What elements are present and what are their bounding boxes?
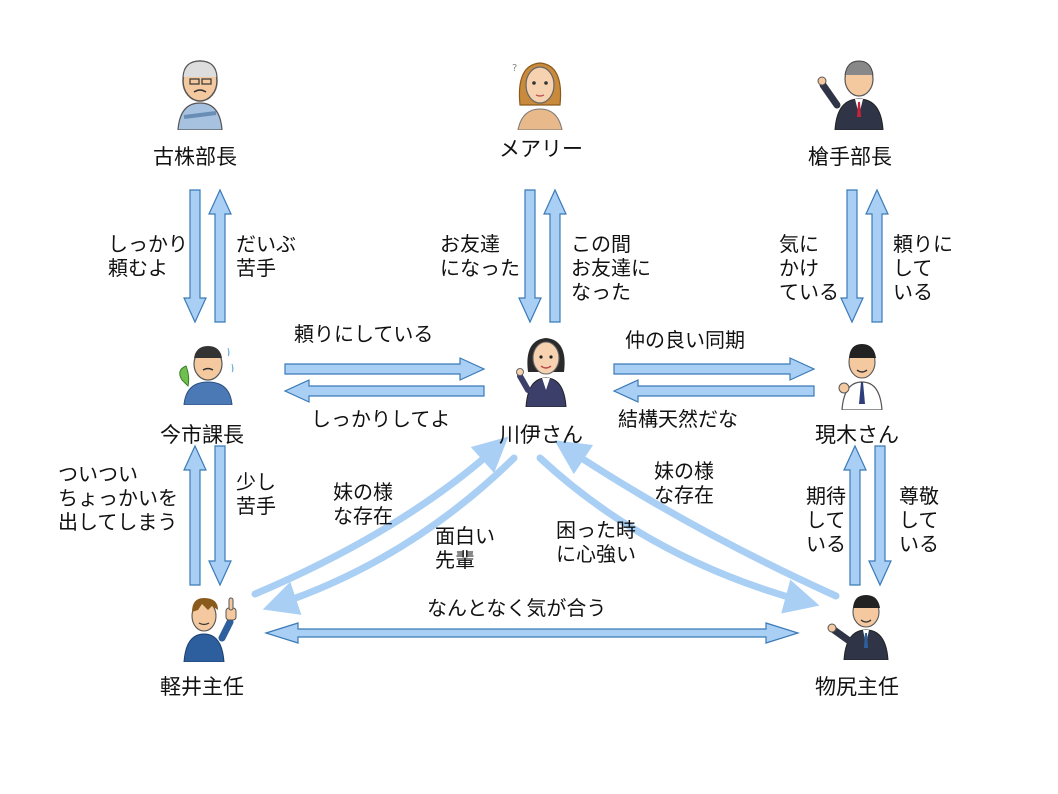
label-karui-to-kawai: 妹の様 な存在: [333, 480, 393, 528]
node-mary: メアリー: [499, 137, 583, 161]
node-furukabu: 古株部長: [153, 145, 237, 169]
label-karui-to-imaichi: ついつい ちょっかいを 出してしまう: [58, 462, 178, 534]
curve-butsujiri-to-kawai: [554, 440, 840, 600]
label-kawai-to-karui: 面白い 先輩: [435, 524, 495, 572]
arrow-utsuki-to-kawai: [612, 379, 815, 403]
arrow-yarite-to-utsuki: [840, 189, 864, 324]
label-utsuki-to-yarite: 頼りに して いる: [893, 232, 953, 304]
node-utsuki: 現木さん: [815, 423, 899, 447]
label-imaichi-to-furukabu: だいぶ 苦手: [236, 232, 296, 280]
label-kawai-to-imaichi: しっかりしてよ: [311, 407, 451, 431]
svg-text:?: ?: [512, 63, 517, 74]
label-karui-butsujiri: なんとなく気が合う: [427, 596, 607, 620]
arrow-utsuki-to-butsujiri: [868, 445, 892, 587]
arrow-imaichi-to-furukabu: [208, 188, 232, 323]
curve-kawai-to-butsujiri: [536, 454, 820, 614]
label-mary-to-kawai: お友達 になった: [440, 232, 520, 280]
label-kawai-to-butsujiri: 困った時 に心強い: [556, 518, 636, 566]
arrow-kawai-to-imaichi: [283, 379, 485, 403]
arrow-mary-to-kawai: [518, 189, 542, 324]
label-kawai-to-mary: この間 お友達に なった: [571, 232, 651, 304]
arrow-utsuki-to-yarite: [865, 188, 889, 323]
label-furukabu-to-imaichi: しっかり 頼むよ: [108, 232, 188, 280]
label-utsuki-to-kawai: 結構天然だな: [618, 407, 738, 431]
young-man-fist-icon: [838, 344, 883, 410]
arrow-kawai-to-mary: [543, 188, 567, 323]
arrow-butsujiri-to-utsuki: [843, 444, 867, 586]
arrow-karui-butsujiri: [263, 622, 801, 644]
man-thumbs-up-icon: [183, 597, 237, 662]
label-imaichi-to-karui: 少し 苦手: [236, 470, 276, 518]
label-utsuki-to-butsujiri: 尊敬 して いる: [899, 484, 939, 556]
arrow-karui-to-imaichi: [183, 444, 207, 586]
arrow-furukabu-to-imaichi: [183, 189, 207, 324]
man-pointing-icon: [827, 595, 889, 660]
woman-thinking-icon: ?: [512, 62, 563, 130]
label-kawai-to-utsuki: 仲の良い同期: [625, 328, 745, 352]
label-butsujiri-to-kawai: 妹の様 な存在: [654, 459, 714, 507]
sweating-manager-icon: [179, 346, 234, 405]
curve-karui-to-kawai: [251, 436, 509, 598]
label-butsujiri-to-utsuki: 期待 して いる: [806, 484, 846, 556]
node-karui: 軽井主任: [160, 675, 244, 699]
node-kawai: 川伊さん: [499, 423, 583, 447]
node-yarite: 槍手部長: [808, 145, 892, 169]
woman-pointing-icon: [516, 338, 567, 407]
node-butsujiri: 物尻主任: [815, 675, 899, 699]
elderly-manager-arms-crossed-icon: [177, 60, 223, 130]
label-imaichi-to-kawai: 頼りにしている: [294, 322, 434, 346]
arrow-imaichi-to-karui: [208, 445, 232, 587]
arrow-imaichi-to-kawai: [284, 357, 486, 381]
label-yarite-to-utsuki: 気に かけ ている: [779, 232, 839, 304]
node-imaichi: 今市課長: [160, 423, 244, 447]
manager-pointing-up-icon: [817, 60, 884, 130]
curve-kawai-to-karui: [262, 454, 518, 615]
arrow-kawai-to-utsuki: [613, 357, 816, 381]
